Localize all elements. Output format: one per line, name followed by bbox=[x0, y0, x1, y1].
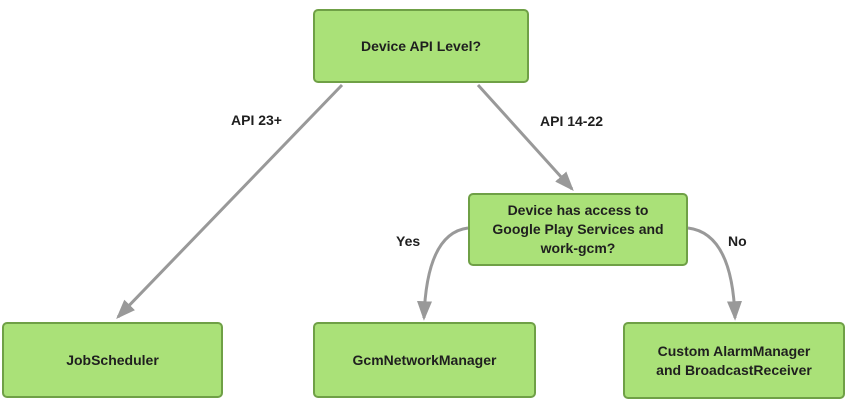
node-custom-alarmmanager: Custom AlarmManager and BroadcastReceive… bbox=[623, 322, 845, 399]
edge-yes-line bbox=[417, 226, 469, 321]
edge-label-api-23: API 23+ bbox=[231, 112, 282, 128]
node-play-services-question: Device has access to Google Play Service… bbox=[468, 193, 688, 266]
edge-label-no: No bbox=[728, 233, 747, 249]
node-gcmnetworkmanager: GcmNetworkManager bbox=[313, 322, 536, 398]
node-jobscheduler: JobScheduler bbox=[2, 322, 223, 398]
edge-api14-22-line bbox=[476, 83, 574, 192]
edge-no-line bbox=[687, 226, 742, 321]
edge-label-api-14-22: API 14-22 bbox=[540, 113, 604, 129]
edge-label-yes: Yes bbox=[396, 233, 421, 249]
edge-api23-line bbox=[116, 83, 344, 319]
node-device-api-level: Device API Level? bbox=[313, 9, 529, 83]
